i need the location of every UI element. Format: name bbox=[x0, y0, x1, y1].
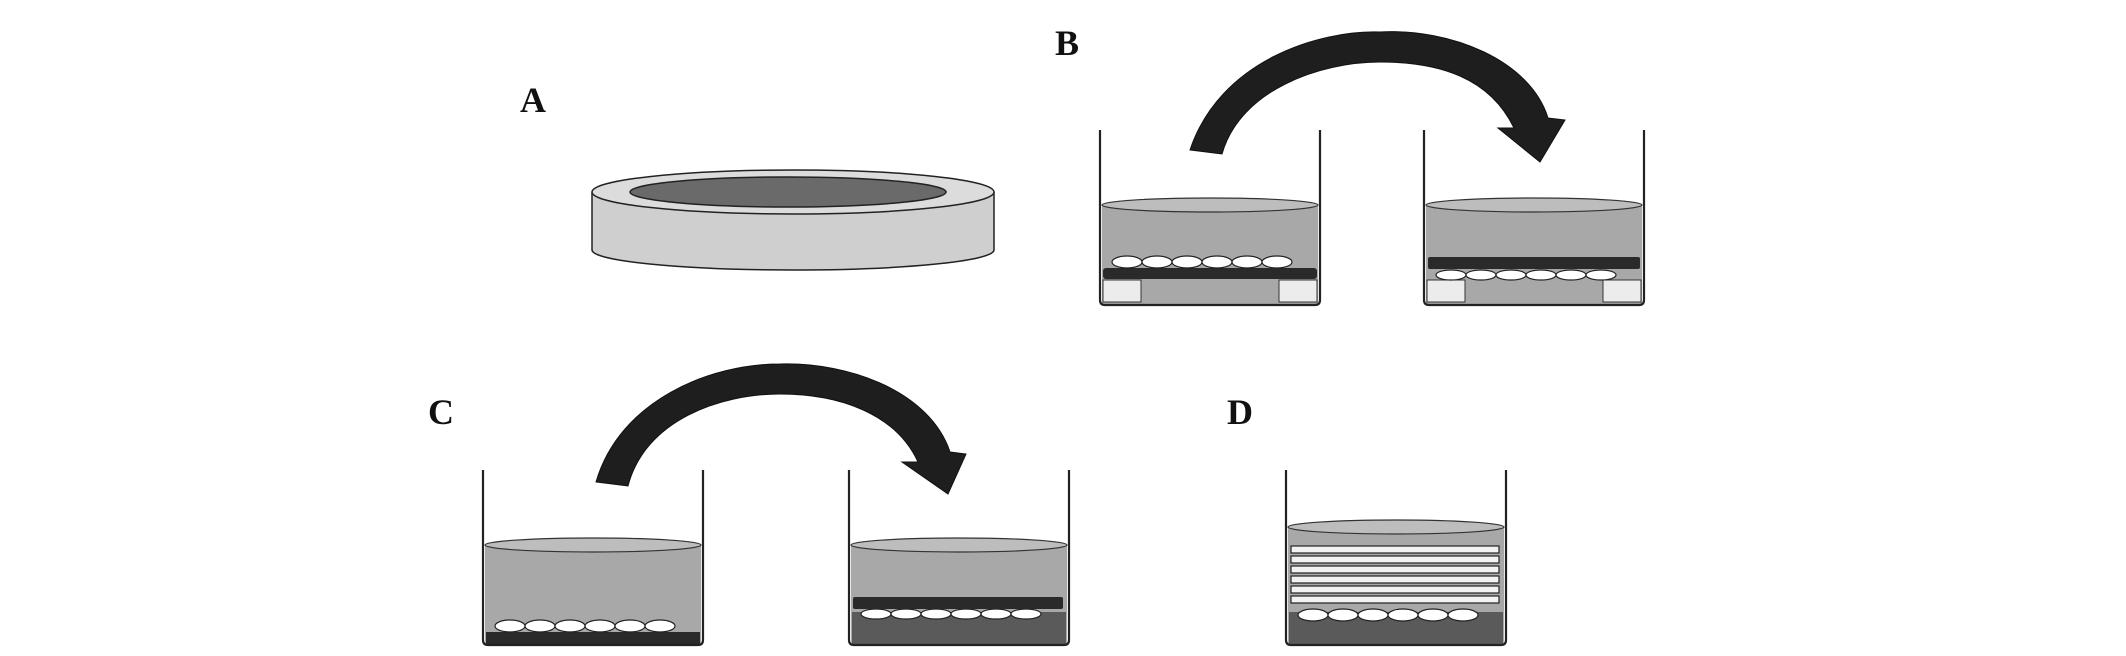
panel-d: D bbox=[1227, 392, 1508, 647]
cell-row bbox=[860, 608, 1042, 620]
sheet bbox=[1290, 555, 1500, 564]
cell bbox=[1387, 608, 1419, 622]
cell-row bbox=[1435, 269, 1617, 281]
dark-membrane bbox=[1428, 257, 1640, 269]
cell-row bbox=[1111, 255, 1293, 269]
cell bbox=[890, 608, 922, 620]
container-wall bbox=[1284, 470, 1508, 647]
sheet bbox=[1290, 545, 1500, 554]
curved-arrow-icon bbox=[595, 363, 967, 495]
dark-base bbox=[486, 632, 700, 644]
cell bbox=[1417, 608, 1449, 622]
cell bbox=[1231, 255, 1263, 269]
panel-b: B bbox=[1055, 23, 1646, 307]
container-c-right bbox=[847, 470, 1071, 647]
cell bbox=[1297, 608, 1329, 622]
sheet bbox=[1290, 575, 1500, 584]
culture-disc bbox=[591, 169, 995, 271]
cell bbox=[1465, 269, 1497, 281]
curved-arrow-icon bbox=[1189, 31, 1566, 163]
dark-membrane bbox=[1103, 268, 1317, 279]
cell bbox=[614, 619, 646, 633]
cell bbox=[950, 608, 982, 620]
support-right bbox=[1278, 279, 1318, 303]
panel-label-d: D bbox=[1227, 392, 1253, 432]
cell bbox=[644, 619, 676, 633]
cell bbox=[1261, 255, 1293, 269]
cell bbox=[1201, 255, 1233, 269]
liquid-surface bbox=[850, 537, 1068, 553]
cell bbox=[1357, 608, 1389, 622]
container-wall bbox=[1422, 130, 1646, 307]
panel-c: C bbox=[428, 363, 1071, 647]
sheet bbox=[1290, 565, 1500, 574]
sheet bbox=[1290, 585, 1500, 594]
cell bbox=[1555, 269, 1587, 281]
cell bbox=[1495, 269, 1527, 281]
cell-row bbox=[494, 619, 676, 633]
cell bbox=[1111, 255, 1143, 269]
liquid-surface bbox=[484, 537, 702, 553]
cell bbox=[1141, 255, 1173, 269]
container-wall bbox=[1098, 130, 1322, 307]
cell bbox=[1327, 608, 1359, 622]
liquid-surface bbox=[1425, 197, 1643, 213]
container-b-right bbox=[1422, 130, 1646, 307]
panel-label-c: C bbox=[428, 392, 454, 432]
container-b-left bbox=[1098, 130, 1322, 307]
disc-recess bbox=[629, 176, 947, 208]
support-left bbox=[1102, 279, 1142, 303]
panel-a: A bbox=[520, 80, 995, 271]
liquid-surface bbox=[1101, 197, 1319, 213]
cell bbox=[1585, 269, 1617, 281]
sheet-stack bbox=[1290, 545, 1500, 604]
cell bbox=[1525, 269, 1557, 281]
cell bbox=[494, 619, 526, 633]
cell bbox=[554, 619, 586, 633]
cell bbox=[524, 619, 556, 633]
liquid-surface bbox=[1287, 519, 1505, 535]
support-left bbox=[1426, 279, 1466, 303]
dark-membrane bbox=[853, 597, 1063, 609]
cell bbox=[920, 608, 952, 620]
cell bbox=[1171, 255, 1203, 269]
cell-row bbox=[1297, 608, 1479, 622]
support-right bbox=[1602, 279, 1642, 303]
sheet bbox=[1290, 595, 1500, 604]
panel-label-a: A bbox=[520, 80, 546, 120]
container-c-left bbox=[481, 470, 705, 647]
cell bbox=[584, 619, 616, 633]
cell bbox=[1447, 608, 1479, 622]
container-wall bbox=[847, 470, 1071, 647]
cell bbox=[860, 608, 892, 620]
container-wall bbox=[481, 470, 705, 647]
cell bbox=[1010, 608, 1042, 620]
cell bbox=[1435, 269, 1467, 281]
panel-label-b: B bbox=[1055, 23, 1079, 63]
cell bbox=[980, 608, 1012, 620]
container-d bbox=[1284, 470, 1508, 647]
